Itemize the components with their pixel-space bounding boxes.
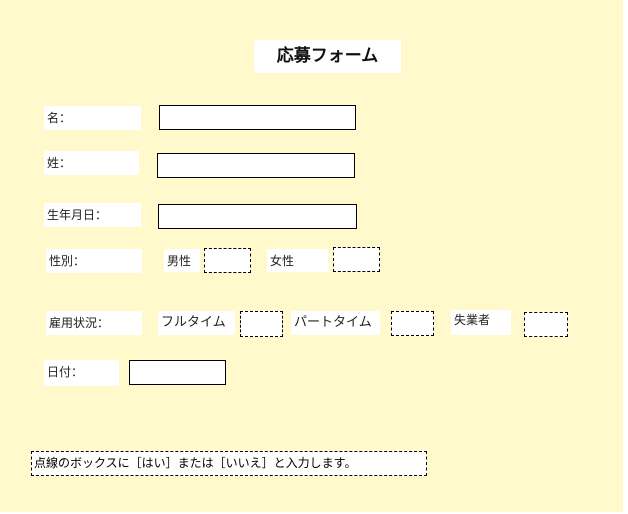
first-name-input[interactable] [159, 105, 356, 130]
last-name-input[interactable] [157, 153, 355, 178]
gender-male-box[interactable] [204, 248, 251, 273]
date-label: 日付： [44, 360, 119, 386]
fulltime-box[interactable] [240, 311, 283, 337]
gender-male-label: 男性 [164, 249, 200, 272]
form-title: 応募フォーム [254, 40, 401, 73]
first-name-label: 名： [44, 106, 141, 130]
employment-label: 雇用状況： [46, 311, 142, 335]
gender-female-box[interactable] [333, 247, 380, 272]
unemployed-label: 失業者 [451, 310, 511, 335]
parttime-box[interactable] [391, 311, 434, 336]
fulltime-label: フルタイム [158, 311, 235, 335]
unemployed-box[interactable] [524, 312, 568, 337]
last-name-label: 姓： [44, 151, 139, 175]
birthdate-input[interactable] [158, 204, 357, 229]
birthdate-label: 生年月日： [44, 203, 141, 227]
gender-label: 性別： [46, 249, 142, 273]
date-input[interactable] [129, 360, 226, 385]
instruction-note: 点線のボックスに［はい］または［いいえ］と入力します。 [31, 451, 427, 476]
parttime-label: パートタイム [291, 311, 380, 335]
gender-female-label: 女性 [267, 249, 329, 272]
